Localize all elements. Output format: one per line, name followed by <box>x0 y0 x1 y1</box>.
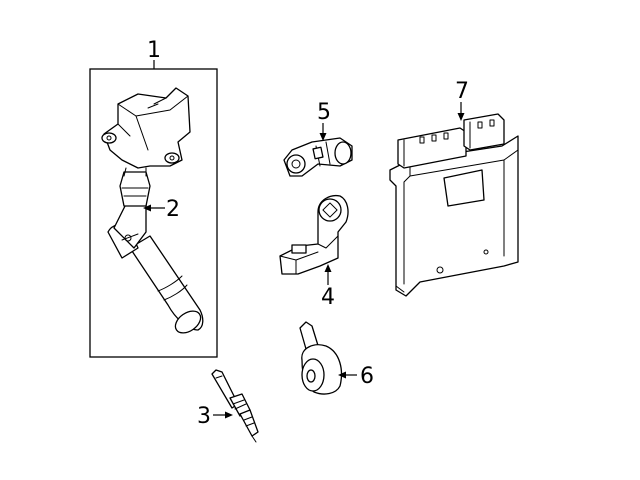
crankshaft-sensor[interactable] <box>279 194 349 275</box>
callout-6: 6 <box>360 364 374 389</box>
callout-7-arrow <box>457 113 465 121</box>
callout-4-arrow <box>324 264 332 272</box>
callout-1: 1 <box>147 38 161 63</box>
callout-4: 4 <box>321 285 335 310</box>
engine-control-module[interactable] <box>389 113 519 297</box>
spark-plug[interactable] <box>211 369 259 443</box>
callout-2-arrow <box>143 204 151 212</box>
callout-5: 5 <box>317 100 331 125</box>
ignition-coil[interactable] <box>101 87 205 337</box>
callout-6-arrow <box>338 371 346 379</box>
camshaft-sensor[interactable] <box>283 137 353 177</box>
callout-5-arrow <box>319 133 327 141</box>
callout-3-arrow <box>225 411 233 419</box>
knock-sensor[interactable] <box>299 321 343 395</box>
callout-3: 3 <box>197 404 211 429</box>
callout-7: 7 <box>455 79 469 104</box>
callout-2: 2 <box>166 197 180 222</box>
